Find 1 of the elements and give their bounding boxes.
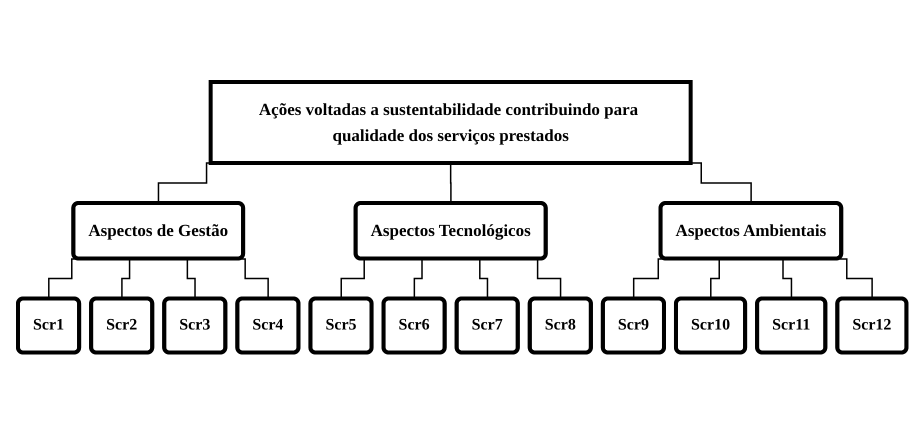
node-box: Ações voltadas a sustentabilidade contribuindo para qualidade dos serviços prestados	[208, 80, 692, 165]
